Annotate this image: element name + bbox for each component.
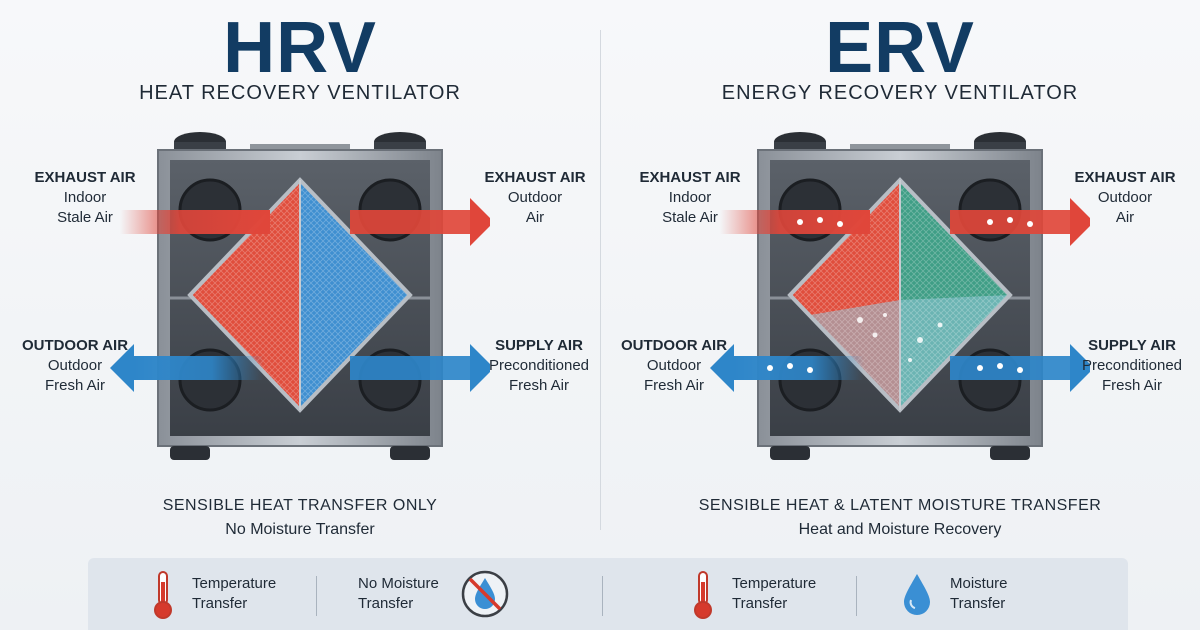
- caption-main: SENSIBLE HEAT TRANSFER ONLY: [162, 497, 438, 514]
- legend-text: Transfer: [950, 595, 1006, 612]
- label-heading: SUPPLY AIR: [495, 337, 583, 354]
- label-line: Indoor: [63, 189, 107, 206]
- legend-hrv-temperature: Temperature Transfer: [148, 558, 276, 630]
- erv-unit-illustration: [710, 132, 1090, 460]
- legend-text: Transfer: [732, 595, 788, 612]
- hrv-exhaust-in-arrow: [120, 210, 270, 234]
- thermometer-icon: [694, 571, 712, 619]
- label-heading: EXHAUST AIR: [34, 169, 136, 186]
- legend-text: Temperature: [732, 575, 817, 592]
- caption-sub: Heat and Moisture Recovery: [798, 521, 1002, 538]
- caption-sub: No Moisture Transfer: [225, 521, 375, 538]
- label-line: Outdoor: [47, 357, 103, 374]
- hrv-unit-illustration: [110, 132, 490, 460]
- legend-separator: [602, 576, 603, 616]
- hrv-panel: HRV HEAT RECOVERY VENTILATOR: [0, 0, 600, 550]
- hrv-supply-out-arrow: [350, 344, 490, 392]
- label-line: Stale Air: [662, 209, 718, 226]
- label-heading: OUTDOOR AIR: [21, 337, 129, 354]
- label-line: Outdoor: [507, 189, 563, 206]
- erv-caption: SENSIBLE HEAT & LATENT MOISTURE TRANSFER…: [600, 494, 1200, 542]
- label-line: Fresh Air: [643, 377, 704, 394]
- legend-erv-moisture: Moisture Transfer: [900, 558, 1008, 630]
- label-line: Fresh Air: [44, 377, 105, 394]
- hrv-outdoor-in-label: OUTDOOR AIR Outdoor Fresh Air: [10, 336, 140, 396]
- erv-outdoor-in-label: OUTDOOR AIR Outdoor Fresh Air: [604, 336, 744, 396]
- label-heading: EXHAUST AIR: [1074, 169, 1176, 186]
- erv-exhaust-out-arrow: [950, 198, 1090, 246]
- label-line: Outdoor: [646, 357, 702, 374]
- label-heading: OUTDOOR AIR: [620, 337, 728, 354]
- label-line: Air: [1115, 209, 1135, 226]
- label-heading: EXHAUST AIR: [484, 169, 586, 186]
- legend-text: Moisture: [950, 575, 1008, 592]
- erv-exhaust-out-label: EXHAUST AIR Outdoor Air: [1060, 168, 1190, 228]
- legend-bar: Temperature Transfer No Moisture Transfe…: [88, 558, 1128, 630]
- legend-text: Transfer: [358, 595, 414, 612]
- caption-main: SENSIBLE HEAT & LATENT MOISTURE TRANSFER: [698, 497, 1102, 514]
- hrv-exhaust-out-arrow: [350, 198, 490, 246]
- hrv-subtitle: HEAT RECOVERY VENTILATOR: [139, 82, 461, 104]
- hrv-outdoor-in-arrow: [110, 344, 264, 392]
- legend-text: No Moisture: [358, 575, 439, 592]
- erv-supply-out-label: SUPPLY AIR Preconditioned Fresh Air: [1068, 336, 1196, 396]
- label-heading: SUPPLY AIR: [1088, 337, 1176, 354]
- erv-outdoor-in-arrow: [710, 344, 864, 392]
- legend-separator: [856, 576, 857, 616]
- erv-panel: ERV ENERGY RECOVERY VENTILATOR: [600, 0, 1200, 550]
- label-line: Air: [525, 209, 545, 226]
- thermometer-icon: [154, 571, 172, 619]
- water-drop-icon: [904, 574, 930, 615]
- label-line: Stale Air: [57, 209, 113, 226]
- erv-supply-out-arrow: [950, 344, 1090, 392]
- label-heading: EXHAUST AIR: [639, 169, 741, 186]
- erv-title: ERV: [825, 8, 975, 88]
- erv-subtitle: ENERGY RECOVERY VENTILATOR: [721, 82, 1079, 104]
- label-line: Preconditioned: [1081, 357, 1183, 374]
- hrv-exhaust-out-label: EXHAUST AIR Outdoor Air: [470, 168, 600, 228]
- legend-text: Temperature: [192, 575, 277, 592]
- no-water-drop-icon: [461, 570, 509, 618]
- hrv-exhaust-in-label: EXHAUST AIR Indoor Stale Air: [20, 168, 150, 228]
- legend-separator: [316, 576, 317, 616]
- erv-exhaust-in-arrow: [720, 210, 870, 234]
- label-line: Fresh Air: [508, 377, 569, 394]
- label-line: Preconditioned: [488, 357, 590, 374]
- hrv-title: HRV: [223, 8, 377, 88]
- panel-divider: [600, 30, 601, 530]
- erv-exhaust-in-label: EXHAUST AIR Indoor Stale Air: [620, 168, 760, 228]
- label-line: Indoor: [668, 189, 712, 206]
- label-line: Fresh Air: [1101, 377, 1162, 394]
- hrv-supply-out-label: SUPPLY AIR Preconditioned Fresh Air: [474, 336, 604, 396]
- label-line: Outdoor: [1097, 189, 1153, 206]
- legend-text: Transfer: [192, 595, 248, 612]
- legend-erv-temperature: Temperature Transfer: [688, 558, 816, 630]
- legend-hrv-no-moisture: No Moisture Transfer: [358, 558, 511, 630]
- hrv-caption: SENSIBLE HEAT TRANSFER ONLY No Moisture …: [0, 494, 600, 542]
